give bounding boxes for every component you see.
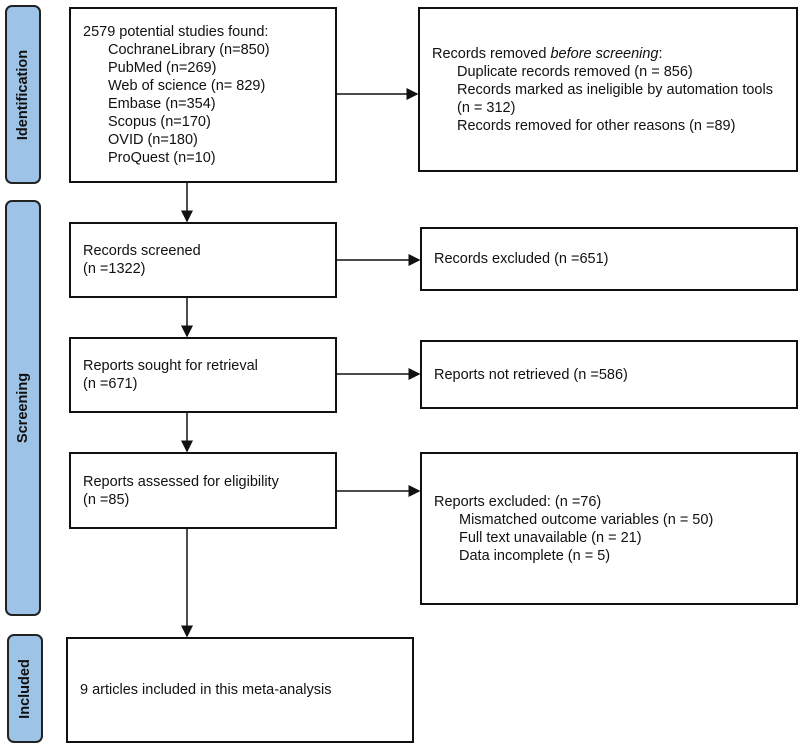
removed-item: Records marked as ineligible by automati… [457, 81, 773, 116]
source-item: Scopus (n=170) [108, 114, 211, 130]
source-item: Web of science (n= 829) [108, 78, 266, 94]
source-item: ProQuest (n=10) [108, 150, 216, 166]
stage-screening: Screening [5, 200, 41, 616]
reports-excluded-box: Reports excluded: (n =76) Mismatched out… [420, 452, 798, 605]
included-box: 9 articles included in this meta-analysi… [66, 637, 414, 743]
stage-identification: Identification [5, 5, 41, 184]
source-item: Embase (n=354) [108, 96, 216, 112]
removed-title: Records removed before screening: [432, 45, 663, 62]
identification-title: 2579 potential studies found: [83, 24, 269, 40]
excluded-reason: Data incomplete (n = 5) [459, 547, 611, 564]
screened-box: Records screened(n =1322) [69, 222, 337, 298]
removed-item: Duplicate records removed (n = 856) [457, 63, 693, 80]
source-item: OVID (n=180) [108, 132, 198, 148]
records-excluded-box: Records excluded (n =651) [420, 227, 798, 291]
source-item: CochraneLibrary (n=850) [108, 42, 270, 58]
assessed-box: Reports assessed for eligibility(n =85) [69, 452, 337, 529]
source-item: PubMed (n=269) [108, 60, 217, 76]
source-list: CochraneLibrary (n=850) PubMed (n=269) W… [83, 41, 323, 167]
excluded-reason: Full text unavailable (n = 21) [459, 529, 642, 546]
not-retrieved-box: Reports not retrieved (n =586) [420, 340, 798, 409]
removed-item: Records removed for other reasons (n =89… [457, 117, 736, 134]
excluded-reason: Mismatched outcome variables (n = 50) [459, 511, 714, 528]
identification-box: 2579 potential studies found: CochraneLi… [69, 7, 337, 183]
sought-box: Reports sought for retrieval(n =671) [69, 337, 337, 413]
removed-box: Records removed before screening: Duplic… [418, 7, 798, 172]
stage-included: Included [7, 634, 43, 743]
